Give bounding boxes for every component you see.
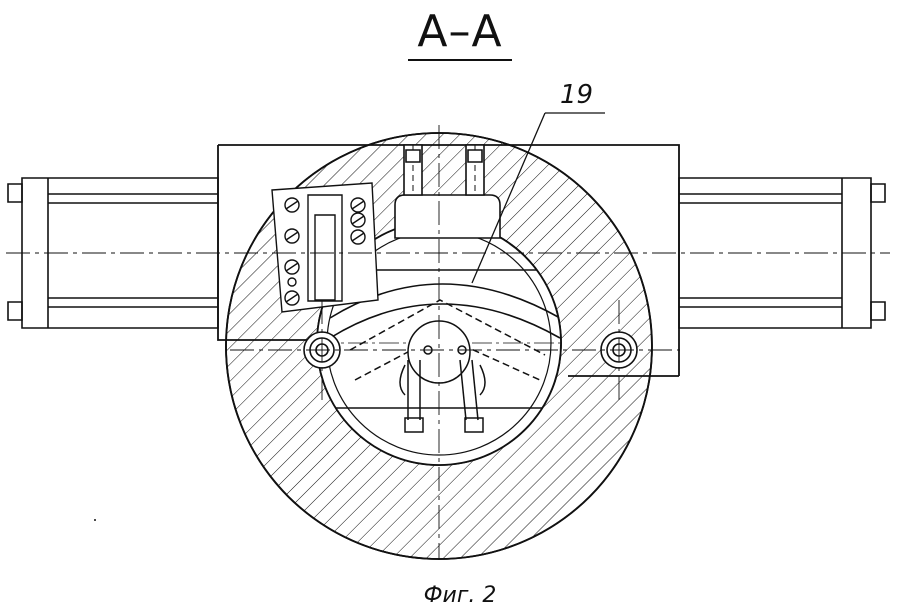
stray-dot xyxy=(94,519,96,521)
callout-leader xyxy=(472,113,605,283)
top-boss xyxy=(395,145,500,238)
center-lines xyxy=(6,125,890,560)
figure-caption: Фиг. 2 xyxy=(423,583,497,608)
left-cylinder xyxy=(8,178,218,328)
section-label: А–А xyxy=(417,6,503,57)
right-cylinder xyxy=(679,178,885,328)
section-underline xyxy=(408,59,512,61)
terminal-block xyxy=(272,183,378,312)
callout-number: 19 xyxy=(560,80,594,110)
